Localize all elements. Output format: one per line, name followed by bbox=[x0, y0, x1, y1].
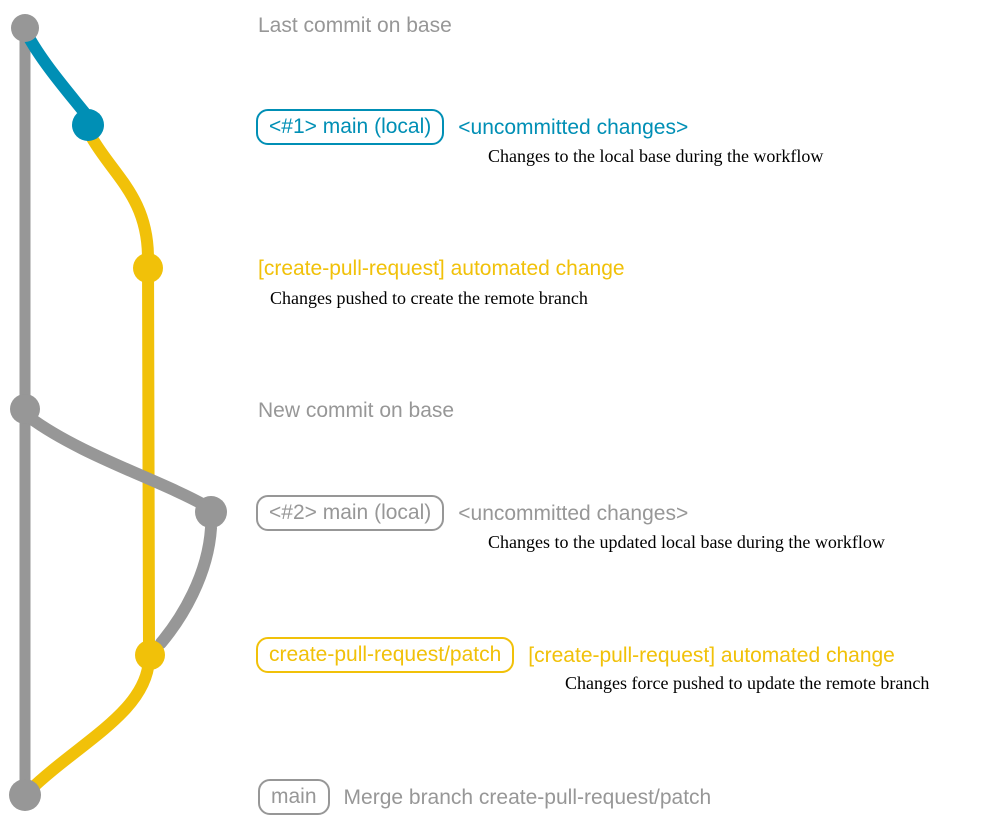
commit-dot-patch-1 bbox=[133, 253, 163, 283]
patch-branch-line bbox=[86, 132, 155, 656]
local-commit-2-row: <#2> main (local) <uncommitted changes> bbox=[256, 495, 688, 531]
local-rebase-line-2 bbox=[155, 522, 217, 649]
commit-message-automated-1: [create-pull-request] automated change bbox=[258, 257, 625, 280]
merge-commit-row: main Merge branch create-pull-request/pa… bbox=[258, 779, 711, 815]
commit-dot-new-base bbox=[10, 394, 40, 424]
description-local-1: Changes to the local base during the wor… bbox=[488, 146, 824, 166]
branch-tag-create-pull-request-patch: create-pull-request/patch bbox=[256, 637, 515, 673]
branch-tag-main-local-2: <#2> main (local) bbox=[256, 495, 445, 531]
branch-tag-main: main bbox=[258, 779, 330, 815]
commit-dot-local-1 bbox=[72, 109, 104, 141]
new-commit-on-base-label: New commit on base bbox=[258, 399, 455, 422]
last-commit-on-base-label: Last commit on base bbox=[258, 14, 452, 37]
description-patch-1: Changes pushed to create the remote bran… bbox=[270, 288, 588, 308]
patch-commit-2-row: create-pull-request/patch [create-pull-r… bbox=[256, 637, 895, 673]
local-branch-line-2 bbox=[23, 411, 212, 512]
description-patch-2: Changes force pushed to update the remot… bbox=[565, 673, 930, 693]
local-branch-line-1 bbox=[21, 28, 90, 118]
commit-dot-last-base bbox=[11, 14, 39, 42]
commit-message-automated-2: [create-pull-request] automated change bbox=[528, 643, 895, 667]
patch-commit-1-row: [create-pull-request] automated change bbox=[258, 256, 625, 281]
commit-message-uncommitted-2: <uncommitted changes> bbox=[458, 501, 689, 525]
local-commit-1-row: <#1> main (local) <uncommitted changes> bbox=[256, 109, 688, 145]
commit-dot-patch-2 bbox=[135, 640, 165, 670]
commit-message-merge: Merge branch create-pull-request/patch bbox=[343, 785, 712, 809]
patch-merge-line bbox=[23, 654, 155, 797]
commit-graph bbox=[9, 14, 227, 811]
description-local-2: Changes to the updated local base during… bbox=[488, 532, 885, 552]
branch-tag-main-local-1: <#1> main (local) bbox=[256, 109, 445, 145]
commit-dot-local-2 bbox=[195, 496, 227, 528]
commit-message-uncommitted-1: <uncommitted changes> bbox=[458, 115, 689, 139]
commit-dot-merge bbox=[9, 779, 41, 811]
